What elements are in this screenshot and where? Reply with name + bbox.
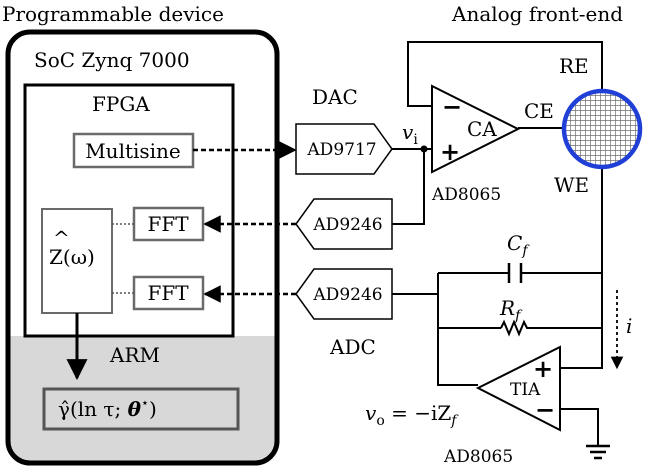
gamma-block bbox=[42, 387, 240, 431]
re-label: RE bbox=[559, 54, 589, 78]
current-label: i bbox=[626, 314, 632, 338]
multisine-label: Multisine bbox=[85, 139, 181, 163]
soc-title: SoC Zynq 7000 bbox=[34, 48, 190, 72]
ground-icon bbox=[586, 444, 610, 460]
electrochemical-cell bbox=[561, 88, 643, 170]
tia-plus: + bbox=[533, 354, 553, 383]
ca-part-number: AD8065 bbox=[431, 185, 501, 205]
multisine-block bbox=[72, 132, 195, 169]
tia-part-number: AD8065 bbox=[443, 447, 513, 467]
tia-opamp bbox=[475, 345, 561, 432]
impedance-label: Z(ω) bbox=[49, 245, 95, 269]
fft-bottom-label: FFT bbox=[147, 281, 189, 305]
cf-label: Cf bbox=[507, 231, 530, 259]
adc-top-chip-label: AD9246 bbox=[312, 215, 382, 235]
adc-label: ADC bbox=[329, 335, 376, 359]
dac-chip bbox=[295, 123, 393, 175]
ca-plus: + bbox=[440, 137, 460, 166]
tia-ground-wire bbox=[560, 408, 599, 445]
soc-border bbox=[5, 29, 280, 466]
ca-opamp bbox=[431, 84, 521, 174]
rf-label: Rf bbox=[499, 296, 523, 324]
we-wire bbox=[560, 168, 603, 369]
gamma-label: γ̂(ln τ; θ⋆) bbox=[58, 396, 157, 421]
tia-output-node-wire bbox=[437, 294, 478, 386]
tia-minus: − bbox=[535, 395, 555, 424]
adc-top-chip bbox=[295, 198, 393, 250]
programmable-device-heading: Programmable device bbox=[2, 2, 224, 26]
ca-label: CA bbox=[467, 117, 497, 141]
fft-top-label: FFT bbox=[147, 212, 189, 236]
ce-label: CE bbox=[524, 99, 554, 123]
impedance-block bbox=[41, 208, 113, 314]
vi-node-dot bbox=[420, 145, 428, 153]
adc-bottom-chip-label: AD9246 bbox=[312, 285, 382, 305]
arm-label: ARM bbox=[109, 343, 160, 367]
rf-resistor bbox=[500, 319, 530, 337]
dac-chip-label: AD9717 bbox=[306, 140, 376, 160]
vi-to-adc-top-wire bbox=[392, 149, 425, 225]
dac-label: DAC bbox=[312, 85, 358, 109]
tia-label: TIA bbox=[510, 380, 541, 400]
impedance-hat: ^ bbox=[53, 226, 70, 250]
vi-label: vi bbox=[402, 120, 418, 148]
we-label: WE bbox=[554, 173, 589, 197]
analog-front-end-heading: Analog front-end bbox=[451, 2, 623, 26]
fft-block-top bbox=[132, 206, 205, 242]
re-feedback-wire bbox=[407, 41, 603, 107]
ca-minus: − bbox=[442, 92, 462, 121]
fpga-label: FPGA bbox=[92, 92, 150, 116]
adc-bottom-chip bbox=[295, 268, 393, 320]
fpga-block bbox=[23, 83, 235, 338]
analog-wiring bbox=[392, 41, 603, 445]
vo-equation: vo = −iZf bbox=[365, 401, 459, 429]
